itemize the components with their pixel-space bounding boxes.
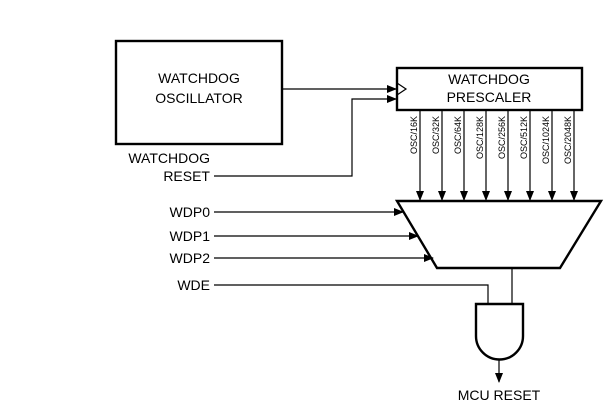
watchdog-reset-label-line1: WATCHDOG [128, 150, 210, 166]
prescaler-label-line2: PRESCALER [447, 89, 532, 105]
watchdog-reset-wire [214, 95, 397, 177]
oscillator-label-line2: OSCILLATOR [155, 90, 242, 106]
prescaler-taps: OSC/16K OSC/32K OSC/64K OSC/128K OSC/256K OSC… [409, 110, 578, 201]
wdp2-label: WDP2 [170, 250, 211, 266]
mcu-reset-label: MCU RESET [458, 387, 541, 403]
wdp0-label: WDP0 [170, 204, 211, 220]
watchdog-reset-label-line2: RESET [163, 168, 210, 184]
wde-label: WDE [177, 277, 210, 293]
wdp1-label: WDP1 [170, 228, 211, 244]
prescaler-tap-label: OSC/16K [409, 116, 419, 154]
and-gate [474, 302, 525, 361]
watchdog-oscillator-block: WATCHDOG OSCILLATOR [114, 39, 284, 146]
wde-wire [214, 284, 489, 304]
prescaler-tap-label: OSC/512K [519, 116, 529, 159]
watchdog-prescaler-block: WATCHDOG PRESCALER [395, 66, 584, 112]
prescaler-tap-label: OSC/64K [453, 116, 463, 154]
prescaler-tap-label: OSC/256K [497, 116, 507, 159]
prescaler-tap-label: OSC/1024K [541, 116, 551, 164]
prescaler-label-line1: WATCHDOG [448, 71, 530, 87]
prescaler-tap-label: OSC/128K [475, 116, 485, 159]
oscillator-label-line1: WATCHDOG [158, 70, 240, 86]
prescaler-tap-label: OSC/32K [431, 116, 441, 154]
clock-input-indicator [396, 82, 408, 96]
multiplexer [394, 199, 604, 270]
prescaler-tap-label: OSC/2048K [563, 116, 573, 164]
